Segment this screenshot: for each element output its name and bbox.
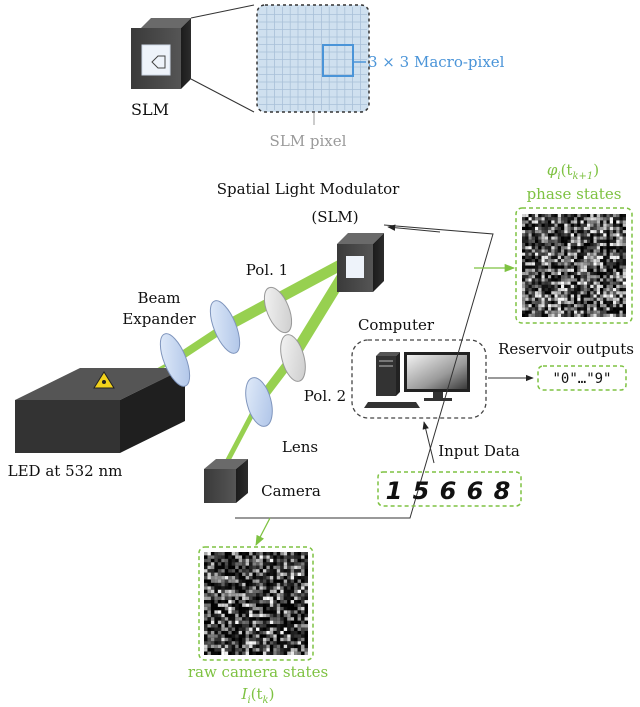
camera-states-image xyxy=(204,552,308,655)
slm-pixel-label: SLM pixel xyxy=(270,132,347,150)
phase-close: ) xyxy=(593,161,599,179)
phase-states-title: φi(tk+1) xyxy=(547,161,599,182)
phase-sub-k1: k+1 xyxy=(572,171,593,182)
polarizer-2 xyxy=(280,334,306,382)
camera-states-label: raw camera states xyxy=(188,663,328,681)
input-digit: 6 xyxy=(467,477,484,505)
computer-tower-icon xyxy=(376,352,400,396)
input-digit: 8 xyxy=(494,477,511,505)
slm-device xyxy=(337,233,384,292)
beam-expander-label-1: Beam xyxy=(137,289,180,307)
expander-lens-2 xyxy=(209,300,241,354)
phase-states-label: phase states xyxy=(527,185,622,203)
beam-to-slm xyxy=(219,256,352,333)
slm-small-cube xyxy=(131,18,191,89)
input-digit: 6 xyxy=(440,477,457,505)
led-source xyxy=(15,368,185,453)
phase-states-box xyxy=(515,207,633,324)
slm-inset: SLM 3 × 3 Macro-pixel SLM pixel xyxy=(131,4,505,150)
camera-label: Camera xyxy=(261,482,321,500)
zoom-line-top xyxy=(190,4,255,19)
macro-pixel-box xyxy=(322,44,354,77)
input-digit: 5 xyxy=(413,477,430,505)
polarizer-1 xyxy=(263,286,293,334)
lens xyxy=(245,377,273,427)
beam-expander-label-2: Expander xyxy=(122,310,196,328)
computer-to-slm-arrow xyxy=(387,224,441,233)
lens-label: Lens xyxy=(282,438,318,456)
camera-states-box xyxy=(198,546,314,661)
expander-lens-1 xyxy=(159,333,191,387)
phase-sub-i: i xyxy=(557,171,560,182)
phase-states-image xyxy=(522,214,626,317)
cam-sub-k: k xyxy=(263,695,269,706)
slm-label: SLM xyxy=(131,100,169,119)
camera-to-states-arrow xyxy=(255,517,271,546)
input-to-computer-arrow xyxy=(422,421,435,464)
cam-I: I xyxy=(241,685,249,703)
input-digit: 1 xyxy=(386,477,403,505)
zoom-line-bottom xyxy=(190,78,255,113)
keyboard-icon xyxy=(364,402,420,408)
cam-arg: (t xyxy=(251,685,263,703)
slm-title-line1: Spatial Light Modulator xyxy=(217,180,400,198)
warning-laser-icon xyxy=(93,371,115,389)
camera-device xyxy=(204,459,248,503)
cam-close: ) xyxy=(269,685,275,703)
phase-phi: φ xyxy=(547,161,558,179)
reservoir-outputs-label: Reservoir outputs xyxy=(498,340,634,358)
pol1-label: Pol. 1 xyxy=(246,261,288,279)
input-data-label: Input Data xyxy=(438,442,520,460)
slm-pixel-grid xyxy=(256,4,370,113)
camera-states-math: Ii(tk) xyxy=(241,685,275,706)
phase-arg: (t xyxy=(561,161,573,179)
cam-sub-i: i xyxy=(247,695,250,706)
reservoir-outputs-value: "0"…"9" xyxy=(552,371,611,387)
led-label: LED at 532 nm xyxy=(8,462,123,480)
pol2-label: Pol. 2 xyxy=(304,387,346,405)
control-loop-line xyxy=(235,224,494,519)
input-data-box xyxy=(377,471,522,507)
reservoir-outputs-box xyxy=(537,365,627,391)
computer-label: Computer xyxy=(358,316,435,334)
slm-title-line2: (SLM) xyxy=(311,208,358,226)
computer-box xyxy=(351,339,487,419)
macro-pixel-label: 3 × 3 Macro-pixel xyxy=(368,53,505,71)
monitor-icon xyxy=(404,352,470,401)
